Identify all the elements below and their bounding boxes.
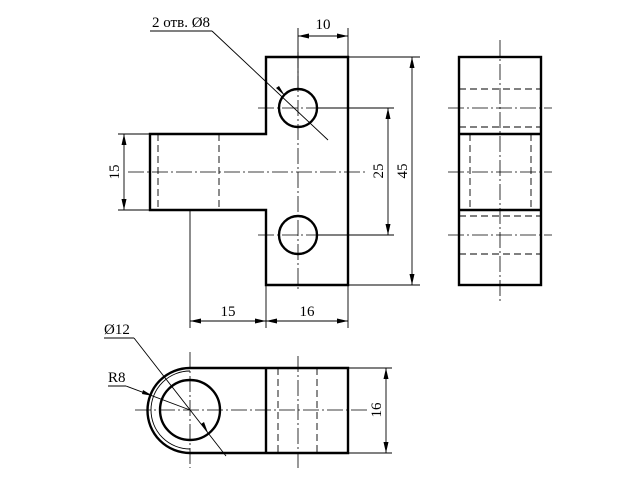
dim-bottom-height: 16 (369, 402, 385, 418)
dim-boss-length: 15 (221, 304, 236, 320)
leader-arrow (201, 422, 208, 433)
leader-line (211, 30, 329, 141)
dimension-arrow (385, 108, 391, 119)
dim-boss-diameter: Ø12 (104, 322, 130, 338)
dimension-arrow (337, 33, 348, 39)
dim-body-width: 16 (300, 304, 316, 320)
leader-line (125, 385, 191, 411)
front-view-outline (148, 55, 350, 287)
dim-holes-spacing: 25 (371, 164, 387, 179)
leader-arrow (142, 390, 153, 396)
dim-boss-radius: R8 (108, 370, 126, 386)
dimension-arrow (298, 33, 309, 39)
dim-boss-height: 15 (107, 165, 123, 180)
top-view-outline (146, 366, 350, 455)
holes-note: 2 отв. Ø8 (152, 15, 210, 31)
dimension-arrow (266, 318, 277, 324)
dimension-arrow (409, 57, 415, 68)
dimension-arrow (337, 318, 348, 324)
dimension-arrow (383, 442, 389, 453)
side-view (448, 40, 552, 302)
dimension-arrow (409, 274, 415, 285)
dimension-arrow (190, 318, 201, 324)
front-view: 10 2 отв. Ø8 45 25 15 (107, 15, 420, 328)
dimension-arrow (121, 134, 127, 145)
leader-arrow (276, 86, 285, 96)
dim-width-top: 10 (316, 17, 331, 33)
dimension-arrow (255, 318, 266, 324)
dimension-arrow (385, 224, 391, 235)
dimension-arrow (383, 368, 389, 379)
top-view: Ø12 R8 16 (104, 322, 392, 468)
dimension-arrow (121, 199, 127, 210)
leader-line (133, 337, 227, 457)
dim-height-total: 45 (395, 164, 411, 179)
